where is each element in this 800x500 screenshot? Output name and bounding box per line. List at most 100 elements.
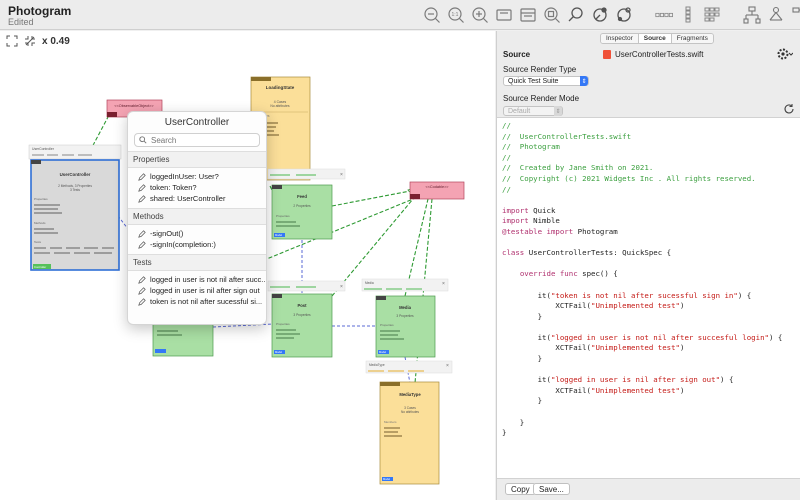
popover-search[interactable]: [134, 133, 260, 147]
popover-method-item[interactable]: -signIn(completion:): [128, 239, 266, 250]
media-type-close-icon[interactable]: ×: [446, 363, 449, 369]
toolbar-icons: 1:1: [422, 4, 800, 26]
expand-icon[interactable]: [6, 35, 18, 47]
code-line: it("token is not nil after sucessful sig…: [502, 291, 800, 302]
code-token: ): [680, 343, 685, 353]
media-footer: Model: [379, 350, 386, 354]
chevron-updown-icon: ⇕: [580, 76, 588, 86]
test-label: logged in user is nil after sign out: [150, 286, 260, 295]
user-controller-node[interactable]: UserController UserController 2 Methods,…: [28, 144, 122, 271]
code-line: }: [502, 354, 800, 365]
code-line: // UserControllerTests.swift: [502, 132, 800, 143]
code-line: }: [502, 428, 800, 439]
horizontal-layout-icon[interactable]: [654, 5, 674, 25]
post-summary: 3 Properties: [293, 313, 311, 317]
code-token: }: [502, 428, 507, 438]
diagram-canvas[interactable]: x 0.49 <<ObservableObject>>: [0, 31, 495, 500]
pencil-icon: [138, 229, 146, 238]
tab-fragments[interactable]: Fragments: [671, 34, 713, 43]
observable-object-title: <<ObservableObject>>: [114, 104, 154, 108]
code-line: XCTFail("Unimplemented test"): [502, 386, 800, 397]
post-title: Post: [297, 303, 307, 308]
code-line: // Photogram: [502, 142, 800, 153]
popover-title: UserController: [164, 117, 230, 128]
zoom-out-icon[interactable]: [422, 5, 442, 25]
code-token: }: [502, 354, 543, 364]
popover-test-item[interactable]: logged in user is not nil after succ...: [128, 274, 266, 285]
media-section: Properties: [380, 323, 394, 327]
grid-layout-icon[interactable]: [702, 5, 722, 25]
codable-node[interactable]: <<Codable>>: [409, 181, 465, 200]
code-token: spec() {: [577, 269, 618, 279]
code-token: //: [502, 121, 511, 130]
code-token: "Unimplemented test": [591, 343, 680, 353]
layout-icon[interactable]: [518, 5, 538, 25]
vertical-layout-icon[interactable]: [678, 5, 698, 25]
code-token: // Copyright (c) 2021 Widgets Inc . All …: [502, 173, 756, 183]
copy-button[interactable]: Copy: [505, 483, 536, 495]
render-type-select[interactable]: Quick Test Suite ⇕: [503, 76, 589, 86]
search-icon: [139, 136, 147, 144]
method-label: -signOut(): [150, 229, 184, 238]
media-node[interactable]: Media × Media 3 Properties Properties Mo…: [361, 278, 449, 358]
hierarchy-down-icon[interactable]: [790, 5, 800, 25]
pencil-icon: [138, 172, 146, 181]
gear-icon[interactable]: [777, 47, 793, 61]
zoom-selection-icon[interactable]: [542, 5, 562, 25]
code-line: it("logged in user is nil after sign out…: [502, 375, 800, 386]
collapse-icon[interactable]: [24, 35, 36, 47]
code-token: "token is not nil after sucessful sign i…: [550, 290, 738, 300]
zoom-actual-icon[interactable]: 1:1: [446, 5, 466, 25]
search-diagram-icon[interactable]: [566, 5, 586, 25]
hierarchy-right-icon[interactable]: [766, 5, 786, 25]
popover-methods-list: -signOut() -signIn(completion:): [128, 225, 266, 254]
tab-source[interactable]: Source: [638, 34, 672, 43]
code-token: // Created by Jane Smith on 2021.: [502, 163, 654, 173]
code-token: }: [502, 417, 525, 427]
code-token: ): [680, 385, 685, 395]
post-node[interactable]: × Post 3 Properties Properties Model: [267, 280, 346, 358]
toolbar: Photogram Edited 1:1: [0, 0, 800, 30]
code-token: Nimble: [528, 216, 560, 226]
chevron-updown-icon: ⇕: [554, 106, 562, 116]
user-controller-title: UserController: [60, 172, 91, 177]
popover-property-item[interactable]: shared: UserController: [128, 193, 266, 204]
zoom-in-icon[interactable]: [470, 5, 490, 25]
post-close-icon[interactable]: ×: [340, 284, 343, 290]
code-token: Quick: [528, 205, 556, 215]
relationships-icon[interactable]: [590, 5, 610, 25]
code-token: it(: [502, 332, 551, 342]
code-token: it(: [502, 375, 551, 385]
save-button[interactable]: Save...: [533, 483, 570, 495]
popover-property-item[interactable]: token: Token?: [128, 182, 266, 193]
codable-title: <<Codable>>: [425, 185, 449, 189]
feed-close-icon[interactable]: ×: [340, 172, 343, 178]
source-code-view[interactable]: //// UserControllerTests.swift// Photogr…: [497, 117, 800, 479]
media-type-header: MediaType: [369, 363, 385, 367]
popover-method-item[interactable]: -signOut(): [128, 228, 266, 239]
method-label: -signIn(completion:): [150, 240, 216, 249]
code-token: "logged in user is not nil after succesf…: [550, 332, 769, 342]
popover-test-item[interactable]: token is not nil after sucessful si...: [128, 296, 266, 307]
hierarchy-up-icon[interactable]: [742, 5, 762, 25]
post-section: Properties: [276, 322, 290, 326]
fit-icon[interactable]: [494, 5, 514, 25]
media-close-icon[interactable]: ×: [442, 281, 445, 287]
feed-node[interactable]: × Feed 2 Properties Properties Model: [267, 168, 346, 240]
post-footer: Model: [275, 350, 282, 354]
code-line: [502, 407, 800, 418]
code-token: // UserControllerTests.swift: [502, 131, 632, 141]
class-popover[interactable]: UserController Properties loggedInUser: …: [127, 111, 267, 325]
popover-test-item[interactable]: logged in user is nil after sign out: [128, 285, 266, 296]
widgets-icon[interactable]: [614, 5, 634, 25]
inspector-panel: Inspector Source Fragments Source UserCo…: [496, 31, 800, 500]
code-token: @testable import: [502, 226, 574, 236]
popover-property-item[interactable]: loggedInUser: User?: [128, 171, 266, 182]
tab-inspector[interactable]: Inspector: [601, 34, 639, 43]
popover-search-input[interactable]: [151, 135, 251, 145]
render-mode-select[interactable]: Default ⇕: [503, 106, 563, 116]
refresh-icon[interactable]: [783, 103, 795, 115]
feed-section: Properties: [276, 214, 290, 218]
